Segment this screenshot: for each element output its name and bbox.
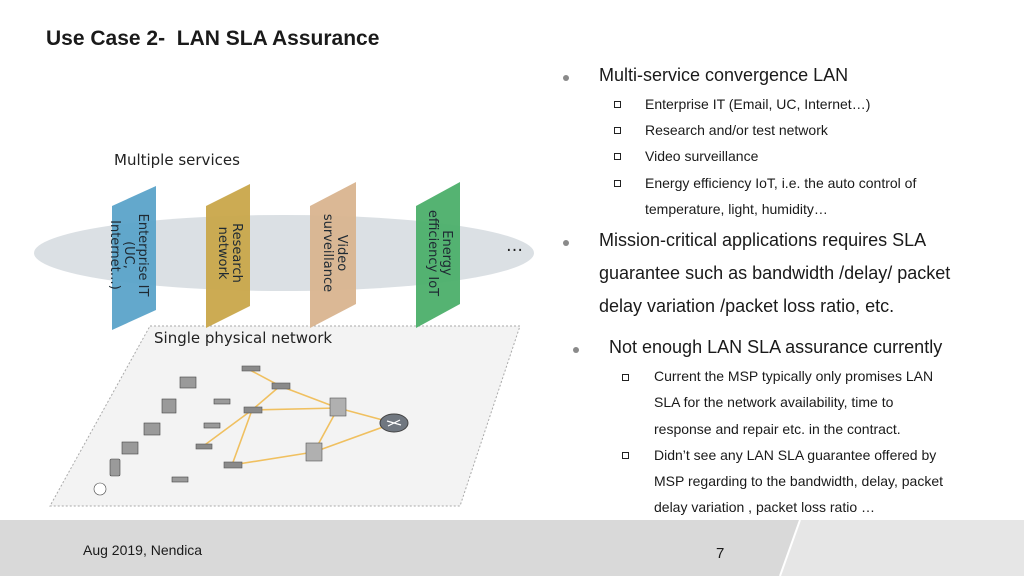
router-icon (379, 413, 409, 433)
page-title: Use Case 2- LAN SLA Assurance (46, 27, 380, 50)
bullet-dot (563, 75, 569, 81)
panel-label-energy-iot: Energy efficiency IoT (425, 209, 454, 297)
panel-label-video-surveillance: Video surveillance (320, 213, 349, 293)
bullet-1-text: Multi-service convergence LAN (599, 65, 849, 85)
panel-research-network (206, 184, 250, 328)
single-network-label: Single physical network (154, 329, 333, 347)
sub-bullet-square (622, 374, 629, 381)
network-diagram (34, 182, 534, 507)
server-rack-icon (305, 397, 347, 462)
panel-video-surveillance (310, 182, 356, 328)
physical-network-plane (49, 325, 521, 507)
sub-bullet-1-4: Energy efficiency IoT, i.e. the auto con… (645, 175, 917, 191)
footer-bar (0, 520, 1024, 576)
end-device-icons (93, 376, 231, 496)
sub-bullet-3-2: Didn’t see any LAN SLA guarantee offered… (654, 447, 937, 463)
panel-energy-iot (416, 182, 460, 328)
sub-bullet-3-1-cont2: response and repair etc. in the contract… (654, 421, 901, 437)
sub-bullet-3-2-cont: MSP regarding to the bandwidth, delay, p… (654, 473, 943, 489)
sub-bullet-square (614, 153, 621, 160)
sub-bullet-square (622, 452, 629, 459)
bullet-2-line-2: guarantee such as bandwidth /delay/ pack… (599, 263, 951, 283)
switch-icon (195, 365, 291, 469)
sub-bullet-square (614, 127, 621, 134)
sub-bullet-3-2-cont2: delay variation , packet loss ratio … (654, 499, 875, 515)
sub-bullet-3-1-cont: SLA for the network availability, time t… (654, 394, 894, 410)
more-services-ellipsis: … (506, 236, 523, 256)
page-number: 7 (716, 545, 725, 562)
bullet-3-text: Not enough LAN SLA assurance currently (609, 337, 943, 357)
footer-date-org: Aug 2019, Nendica (83, 542, 203, 558)
bullet-2-line-1: Mission-critical applications requires S… (599, 230, 927, 250)
footer-decoration (779, 520, 1024, 576)
services-ellipse (34, 215, 534, 291)
panel-label-enterprise-it: Enterprise IT (UC, Internet…) (107, 213, 150, 297)
sub-bullet-3-1: Current the MSP typically only promises … (654, 368, 934, 384)
panel-enterprise-it (112, 186, 156, 330)
network-links (201, 369, 395, 466)
sub-bullet-1-1: Enterprise IT (Email, UC, Internet…) (645, 96, 871, 112)
bullet-2-line-3: delay variation /packet loss ratio, etc. (599, 296, 895, 316)
sub-bullet-1-2: Research and/or test network (645, 122, 828, 138)
panel-label-research-network: Research network (215, 223, 244, 283)
bullet-dot (563, 240, 569, 246)
multiple-services-label: Multiple services (114, 151, 240, 169)
sub-bullet-square (614, 180, 621, 187)
sub-bullet-1-4-cont: temperature, light, humidity… (645, 201, 828, 217)
sub-bullet-1-3: Video surveillance (645, 148, 759, 164)
sub-bullet-square (614, 101, 621, 108)
bullet-dot (573, 347, 579, 353)
